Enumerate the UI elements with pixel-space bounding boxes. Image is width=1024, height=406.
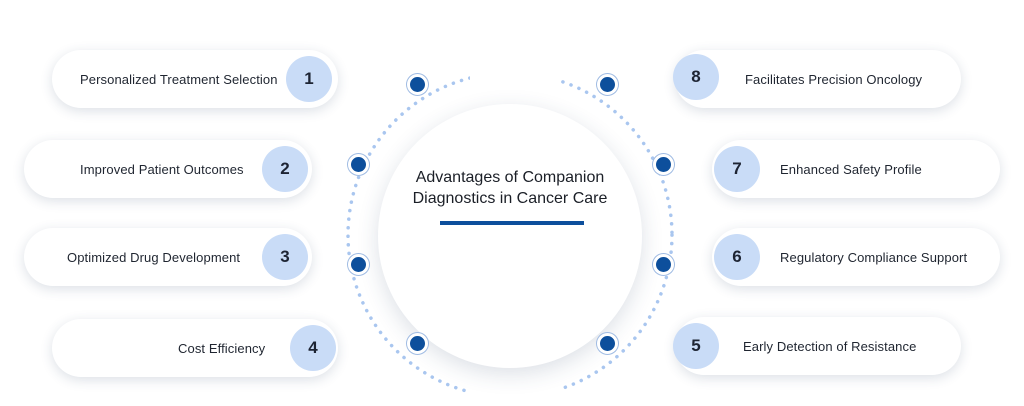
- number-badge: 4: [290, 325, 336, 371]
- connector-dot-1: [407, 74, 428, 95]
- connector-dot-5: [597, 333, 618, 354]
- number-badge: 6: [714, 234, 760, 280]
- advantage-label: Cost Efficiency: [178, 340, 266, 356]
- center-circle: [378, 104, 642, 368]
- advantage-label: Facilitates Precision Oncology: [745, 71, 923, 87]
- title-underline: [440, 221, 584, 225]
- connector-dot-6: [653, 254, 674, 275]
- ring-gap-top: [470, 55, 560, 85]
- advantage-label: Regulatory Compliance Support: [780, 249, 968, 265]
- advantage-item-4: Cost Efficiency: [52, 319, 338, 377]
- connector-dot-8: [597, 74, 618, 95]
- advantage-label: Personalized Treatment Selection: [80, 71, 278, 87]
- advantage-label: Enhanced Safety Profile: [780, 161, 922, 177]
- connector-dot-3: [348, 254, 369, 275]
- advantage-item-7: Enhanced Safety Profile: [712, 140, 1000, 198]
- number-badge: 5: [673, 323, 719, 369]
- number-badge: 7: [714, 146, 760, 192]
- advantage-label: Early Detection of Resistance: [743, 338, 917, 354]
- connector-dot-2: [348, 154, 369, 175]
- advantage-label: Improved Patient Outcomes: [80, 161, 244, 177]
- ring-gap-bottom: [470, 385, 560, 406]
- connector-dot-7: [653, 154, 674, 175]
- number-badge: 1: [286, 56, 332, 102]
- number-badge: 8: [673, 54, 719, 100]
- number-badge: 3: [262, 234, 308, 280]
- advantage-item-5: Early Detection of Resistance: [675, 317, 961, 375]
- advantage-item-6: Regulatory Compliance Support: [712, 228, 1000, 286]
- connector-dot-4: [407, 333, 428, 354]
- number-badge: 2: [262, 146, 308, 192]
- diagram-title: Advantages of Companion Diagnostics in C…: [412, 169, 608, 207]
- advantage-item-8: Facilitates Precision Oncology: [675, 50, 961, 108]
- advantage-label: Optimized Drug Development: [67, 249, 241, 265]
